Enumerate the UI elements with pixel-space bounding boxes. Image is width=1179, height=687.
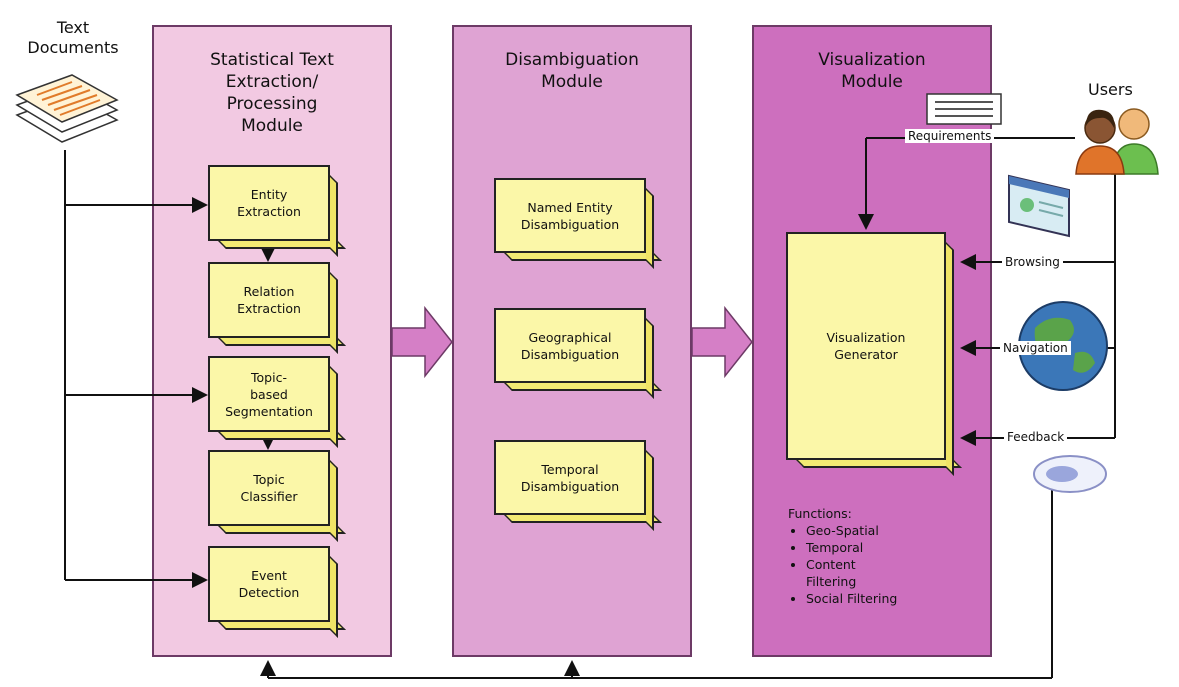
relation-extraction-box: Relation Extraction xyxy=(208,262,330,338)
text-documents-label: Text Documents xyxy=(27,18,119,57)
requirements-doc-icon xyxy=(926,93,1002,125)
flow-arrow-1 xyxy=(391,305,453,379)
extraction-module-title: Statistical Text Extraction/ Processing … xyxy=(210,50,334,136)
users-label: Users xyxy=(1088,80,1133,99)
visualization-generator-box: Visualization Generator xyxy=(786,232,946,460)
event-detection-box: Event Detection xyxy=(208,546,330,622)
named-entity-disambiguation-box: Named Entity Disambiguation xyxy=(494,178,646,253)
visualization-module-title: Visualization Module xyxy=(818,50,926,92)
users-icon xyxy=(1075,108,1159,175)
feedback-label: Feedback xyxy=(1004,430,1068,444)
function-item: Geo-Spatial xyxy=(806,522,897,539)
flow-arrow-2 xyxy=(691,305,753,379)
navigation-label: Navigation xyxy=(1000,341,1071,355)
function-item: Temporal xyxy=(806,539,897,556)
browser-window-icon xyxy=(1008,174,1070,238)
functions-list: Functions: Geo-Spatial Temporal Content … xyxy=(788,505,897,607)
entity-extraction-box: Entity Extraction xyxy=(208,165,330,241)
topic-classifier-box: Topic Classifier xyxy=(208,450,330,526)
functions-heading: Functions: xyxy=(788,506,852,521)
function-item: Social Filtering xyxy=(806,590,897,607)
topic-segmentation-box: Topic- based Segmentation xyxy=(208,356,330,432)
documents-icon xyxy=(15,74,119,143)
requirements-label: Requirements xyxy=(905,129,995,143)
temporal-disambiguation-box: Temporal Disambiguation xyxy=(494,440,646,515)
feedback-cloud-icon xyxy=(1033,455,1107,493)
geographical-disambiguation-box: Geographical Disambiguation xyxy=(494,308,646,383)
disambiguation-module-title: Disambiguation Module xyxy=(505,50,639,92)
browsing-label: Browsing xyxy=(1002,255,1063,269)
function-item: Content Filtering xyxy=(806,556,897,590)
